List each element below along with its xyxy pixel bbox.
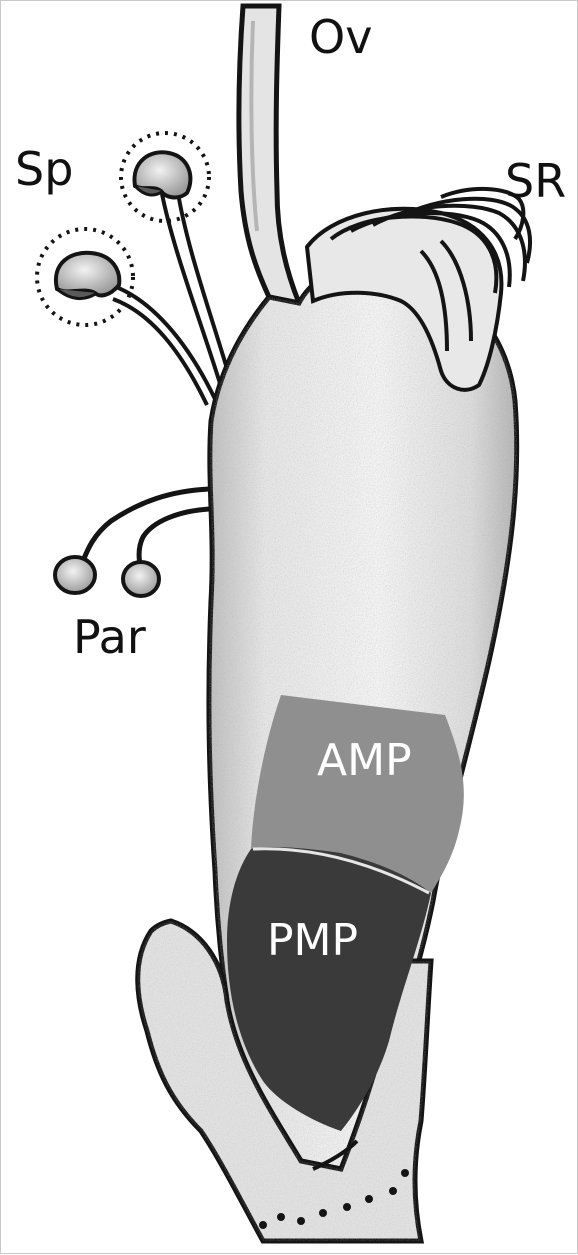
ov-label: Ov	[309, 10, 372, 64]
oviduct	[239, 6, 299, 303]
sp-label: Sp	[15, 142, 73, 196]
sr-label: SR	[505, 154, 566, 208]
spermatheca-lower-bulb	[56, 253, 119, 296]
parovarium-left	[55, 557, 95, 593]
par-label: Par	[73, 610, 146, 664]
parovaria	[55, 489, 209, 596]
pmp-label: PMP	[267, 915, 358, 966]
amp-label: AMP	[317, 735, 412, 786]
parovarium-right	[123, 562, 159, 596]
